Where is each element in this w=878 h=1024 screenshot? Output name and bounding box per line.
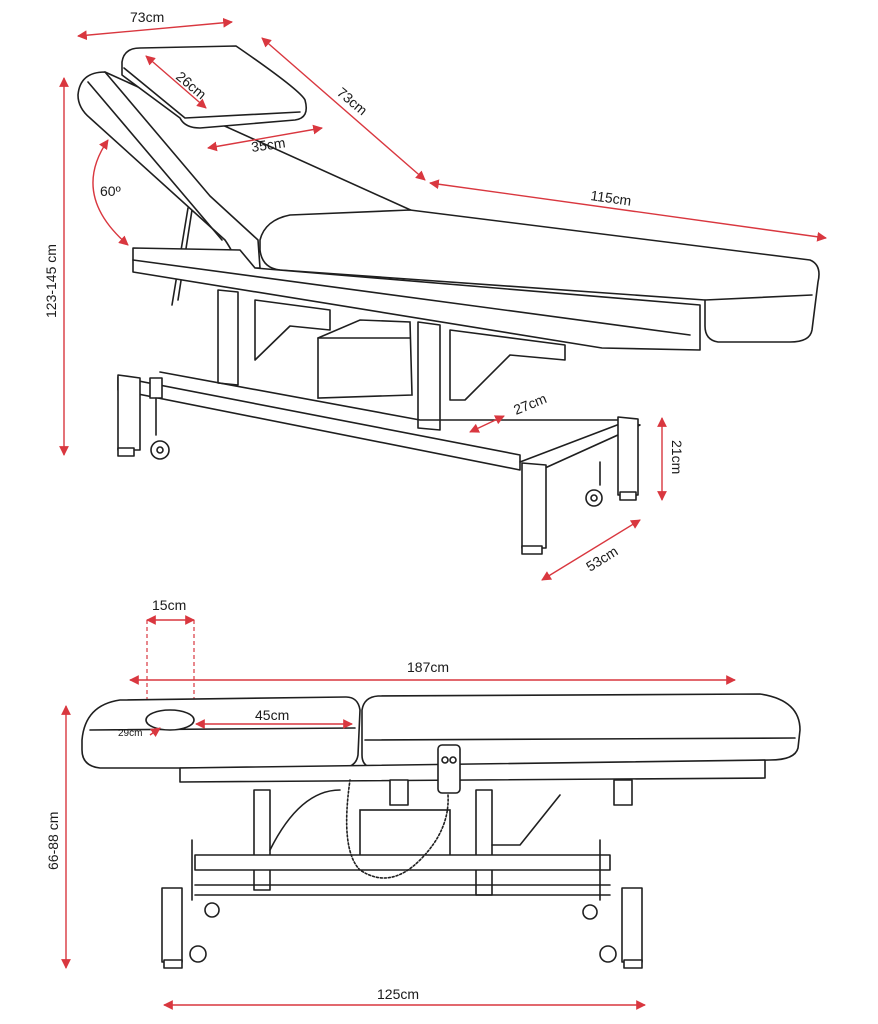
foot-front-right xyxy=(619,491,637,501)
caster-right xyxy=(585,461,603,507)
body-section xyxy=(361,693,801,769)
side-post-left xyxy=(253,789,271,891)
label-total-length: 187cm xyxy=(407,659,449,675)
seat-cushion-edge xyxy=(704,294,813,301)
post-front-left xyxy=(217,289,239,386)
side-lift-arms xyxy=(269,789,561,851)
side-caster-right xyxy=(582,839,617,963)
body-section-seam xyxy=(364,737,796,741)
side-post-right xyxy=(475,789,493,896)
side-bracket-mid xyxy=(389,779,409,806)
foot-front-left xyxy=(521,545,543,555)
perspective-view: 73cm 26cm 35cm 73cm 115cm 60º 123-145 cm… xyxy=(43,9,827,581)
label-face-hole-diameter: 29cm xyxy=(118,728,142,739)
side-leg-left xyxy=(161,887,183,963)
remote-control xyxy=(437,744,461,794)
frame-rail-line xyxy=(132,259,691,336)
label-backrest-length: 73cm xyxy=(334,84,371,118)
label-height-range-top: 123-145 cm xyxy=(43,244,59,318)
side-leg-right xyxy=(621,887,643,963)
post-front-right xyxy=(417,321,441,431)
backrest-seam xyxy=(87,81,223,241)
label-seat-length: 115cm xyxy=(590,187,633,209)
caster-left xyxy=(149,377,170,460)
dimension-lines-side xyxy=(61,615,736,1010)
lift-arm-right xyxy=(449,329,566,401)
frame-rail xyxy=(132,247,701,351)
leg-front-right xyxy=(617,416,639,496)
label-face-hole-offset: 45cm xyxy=(255,707,289,723)
side-foot-right xyxy=(623,959,643,969)
label-headrest-width: 73cm xyxy=(130,9,164,25)
label-frame-inset: 27cm xyxy=(511,390,549,418)
remote-cable xyxy=(345,779,449,879)
side-bracket-right xyxy=(613,779,633,806)
side-base-rail-lower xyxy=(194,884,611,896)
side-base-rail xyxy=(194,854,611,871)
leg-front-left xyxy=(521,462,547,549)
motor-box xyxy=(317,319,413,399)
label-base-width: 53cm xyxy=(583,543,621,575)
remote-button-1 xyxy=(441,756,449,764)
remote-button-2 xyxy=(449,756,457,764)
dimension-lines-top xyxy=(59,17,827,581)
label-headrest-depth: 35cm xyxy=(250,134,286,155)
side-caster-left xyxy=(189,839,220,963)
label-backrest-angle: 60º xyxy=(100,183,121,199)
face-hole xyxy=(145,709,195,731)
under-frame xyxy=(179,759,766,783)
label-height-range-side: 66-88 cm xyxy=(45,812,61,870)
lift-arm-left xyxy=(254,299,331,361)
label-base-height: 21cm xyxy=(669,440,685,474)
label-face-hole-width: 15cm xyxy=(152,597,186,613)
leg-back-left xyxy=(117,374,141,451)
label-base-length: 125cm xyxy=(377,986,419,1002)
side-view: 15cm 187cm 45cm 29cm 66-88 cm 125cm xyxy=(45,597,801,1010)
side-foot-left xyxy=(163,959,183,969)
base-rail-back xyxy=(159,371,631,421)
side-motor-box xyxy=(359,809,451,859)
foot-back-left xyxy=(117,447,135,457)
